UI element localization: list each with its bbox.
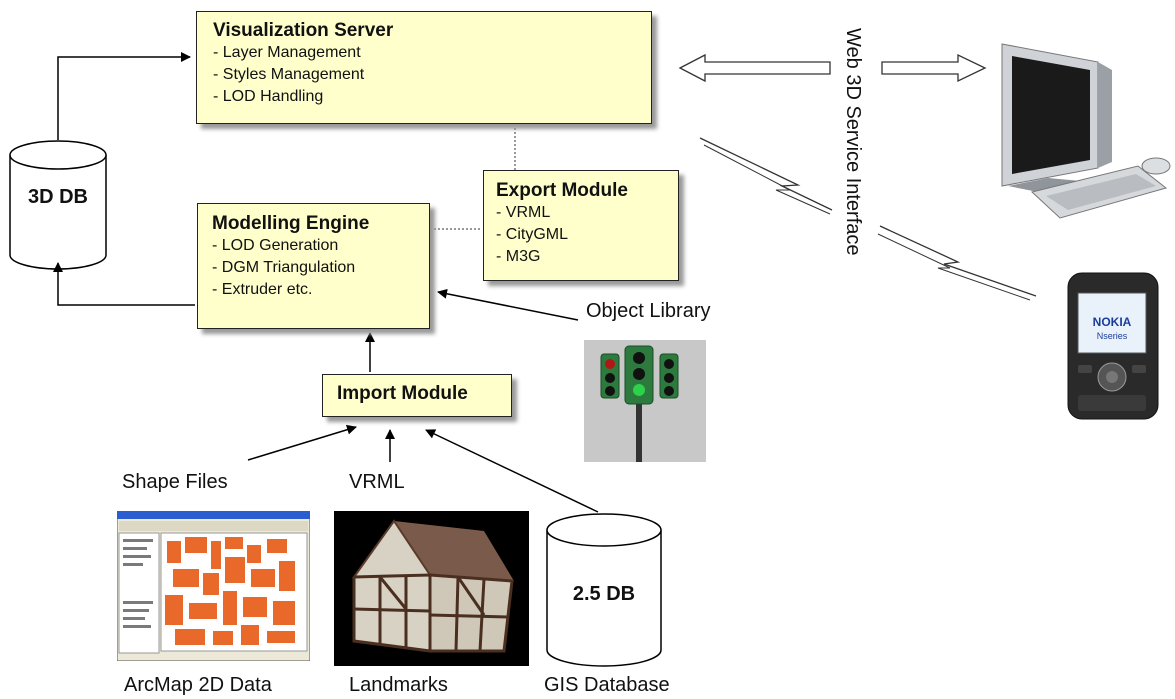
shape-files-label: Shape Files xyxy=(122,471,228,493)
export-item-m3g: - M3G xyxy=(496,248,541,265)
export-item-citygml: - CityGML xyxy=(496,226,568,243)
landmark-building-icon xyxy=(334,511,529,666)
3d-db-cylinder xyxy=(9,140,107,270)
wireless-link-lower xyxy=(877,225,1037,301)
wireless-link-upper xyxy=(699,137,833,215)
mobile-phone-icon: NOKIA Nseries xyxy=(1064,271,1162,421)
visualization-server-box: Visualization Server - Layer Management … xyxy=(196,11,652,124)
phone-brand: NOKIA xyxy=(1092,315,1132,329)
phone-body-icon xyxy=(1067,272,1159,420)
3d-db-label: 3D DB xyxy=(27,186,88,208)
object-library-label: Object Library xyxy=(586,300,711,322)
25-db-cylinder xyxy=(546,513,662,667)
arrow-shape-to-import xyxy=(247,424,357,461)
arcmap-label: ArcMap 2D Data xyxy=(124,674,272,696)
modelling-engine-box: Modelling Engine - LOD Generation - DGM … xyxy=(197,203,430,329)
vis-item-styles: - Styles Management xyxy=(213,66,365,83)
modelling-engine-title: Modelling Engine xyxy=(212,213,370,234)
export-module-box: Export Module - VRML - CityGML - M3G xyxy=(483,170,679,281)
export-module-title: Export Module xyxy=(496,180,628,201)
25-db-label: 2.5 DB xyxy=(572,583,636,605)
modelling-item-lod: - LOD Generation xyxy=(212,237,339,254)
import-module-box: Import Module xyxy=(322,374,512,417)
arcmap-screenshot-icon xyxy=(117,511,310,661)
traffic-light-icon xyxy=(584,340,706,462)
hollow-arrow-left xyxy=(678,53,831,83)
web-3d-service-interface-label: Web 3D Service Interface xyxy=(842,28,864,256)
arrow-modelling-to-3ddb xyxy=(53,262,195,306)
modelling-item-dgm: - DGM Triangulation xyxy=(212,259,356,276)
vrml-label: VRML xyxy=(349,471,405,493)
landmarks-label: Landmarks xyxy=(349,674,448,696)
hollow-arrow-right xyxy=(881,53,987,83)
desktop-computer-icon xyxy=(1001,43,1171,219)
modelling-item-extruder: - Extruder etc. xyxy=(212,281,313,298)
import-module-title: Import Module xyxy=(337,383,468,404)
vis-item-layer: - Layer Management xyxy=(213,44,361,61)
arrow-3ddb-to-visserver xyxy=(57,52,191,140)
visualization-server-title: Visualization Server xyxy=(213,20,394,41)
gis-database-label: GIS Database xyxy=(544,674,670,696)
vis-item-lod: - LOD Handling xyxy=(213,88,324,105)
phone-series: Nseries xyxy=(1096,331,1128,341)
arrow-gis-to-import xyxy=(425,429,599,513)
export-item-vrml: - VRML xyxy=(496,204,551,221)
arrow-objlib-to-modelling xyxy=(437,288,579,321)
